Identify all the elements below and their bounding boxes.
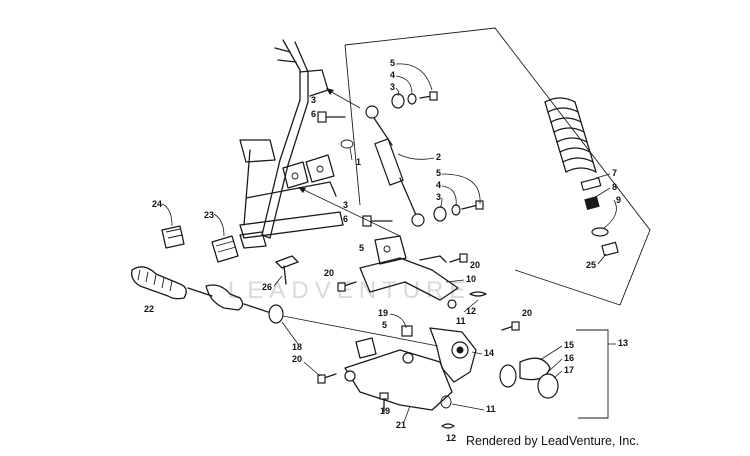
callout-11: 11 <box>486 404 496 414</box>
callout-20: 20 <box>470 260 480 270</box>
callout-14: 14 <box>484 348 494 358</box>
callout-3: 3 <box>436 192 441 202</box>
callout-5: 5 <box>436 168 441 178</box>
callout-8: 8 <box>612 182 617 192</box>
lower-a-arm <box>344 337 455 429</box>
callout-9: 9 <box>616 195 621 205</box>
callout-19: 19 <box>380 406 390 416</box>
callout-11: 11 <box>456 316 466 326</box>
callout-12: 12 <box>466 306 476 316</box>
callout-6: 6 <box>311 109 316 119</box>
callout-2: 2 <box>436 152 441 162</box>
callout-18: 18 <box>292 342 302 352</box>
callout-20: 20 <box>292 354 302 364</box>
callout-16: 16 <box>564 353 574 363</box>
callout-10: 10 <box>466 274 476 284</box>
callout-20: 20 <box>324 268 334 278</box>
callout-7: 7 <box>612 168 617 178</box>
callouts: 5 4 3 3 6 1 2 5 4 3 3 6 7 8 9 25 24 23 5… <box>144 58 628 443</box>
callout-3: 3 <box>343 200 348 210</box>
callout-19: 19 <box>378 308 388 318</box>
callout-15: 15 <box>564 340 574 350</box>
callout-17: 17 <box>564 365 574 375</box>
callout-5: 5 <box>359 243 364 253</box>
coil-spring <box>544 97 597 173</box>
steering-knuckle <box>429 327 477 383</box>
render-credit: Rendered by LeadVenture, Inc. <box>466 434 640 448</box>
shock-panel-outline <box>344 27 651 306</box>
callout-23: 23 <box>204 210 214 220</box>
callout-3: 3 <box>311 95 316 105</box>
callout-20: 20 <box>522 308 532 318</box>
spring-hardware <box>580 177 619 257</box>
assembly-arrows <box>298 88 401 237</box>
frame-section <box>239 39 344 249</box>
callout-26: 26 <box>262 282 272 292</box>
bolts <box>317 253 520 413</box>
callout-21: 21 <box>396 420 406 430</box>
callout-6: 6 <box>343 214 348 224</box>
callout-13-bracket <box>576 329 609 419</box>
watermark-text: LEADVENTURE <box>228 277 471 304</box>
upper-bushings <box>317 91 438 149</box>
callout-24: 24 <box>152 199 162 209</box>
cv-axle <box>131 266 439 347</box>
callout-4: 4 <box>436 180 441 190</box>
callout-4: 4 <box>390 70 395 80</box>
upper-a-arm <box>359 235 487 309</box>
callout-3: 3 <box>390 82 395 92</box>
callout-5: 5 <box>390 58 395 68</box>
callout-13: 13 <box>618 338 628 348</box>
hub-bearing-parts <box>499 357 559 399</box>
callout-25: 25 <box>586 260 596 270</box>
cv-boots <box>161 225 299 285</box>
shock-absorber <box>365 105 425 227</box>
callout-5: 5 <box>382 320 387 330</box>
callout-22: 22 <box>144 304 154 314</box>
callout-12: 12 <box>446 433 456 443</box>
callout-1: 1 <box>356 157 361 167</box>
